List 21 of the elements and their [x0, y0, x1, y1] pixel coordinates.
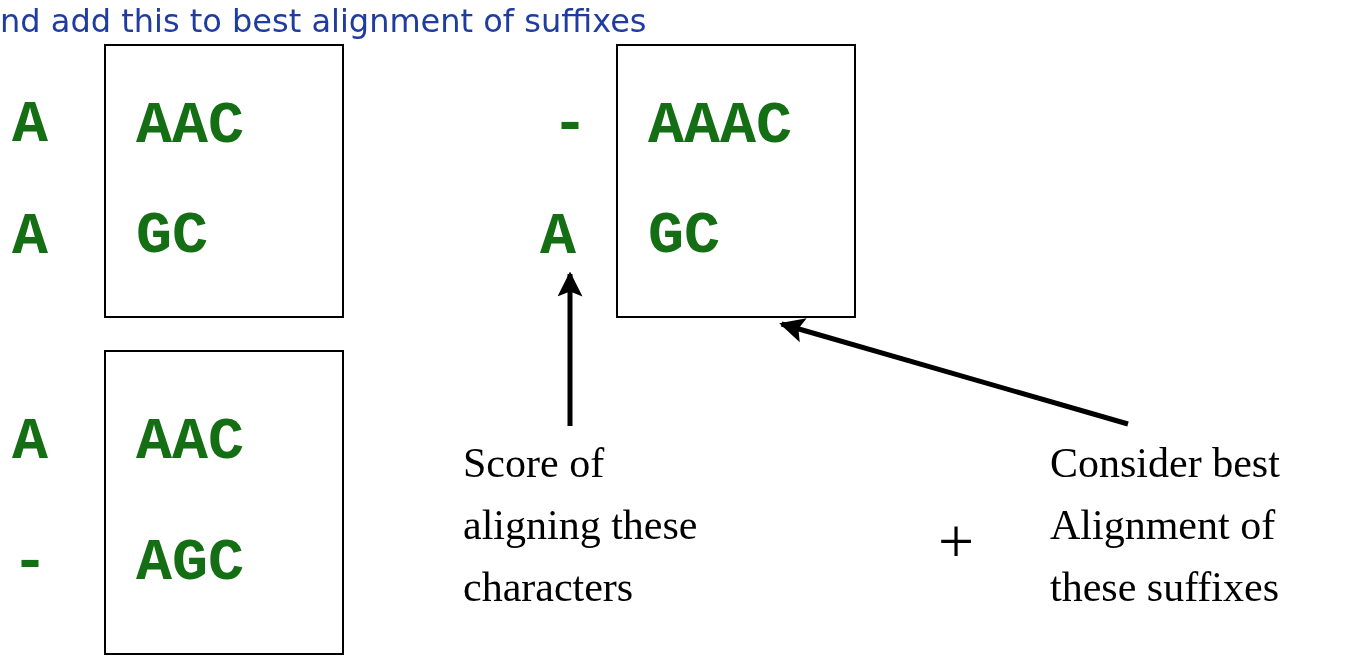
plus-sign: +: [938, 510, 975, 574]
aligned-character: A: [12, 95, 48, 155]
heading-text: nd add this to best alignment of suffixes: [0, 2, 647, 40]
sequence-text: AGC: [136, 532, 246, 593]
aligned-character: A: [12, 207, 48, 267]
annotation-text: Consider best Alignment of these suffixes: [1050, 432, 1350, 618]
aligned-character: -: [552, 95, 588, 155]
sequence-box: [104, 44, 344, 318]
annotation-text: Score of aligning these characters: [463, 432, 741, 618]
sequence-text: GC: [648, 206, 721, 266]
arrow: [557, 271, 583, 426]
sequence-box: [616, 44, 856, 318]
aligned-character: A: [12, 412, 48, 472]
sequence-text: AAC: [136, 412, 246, 473]
sequence-text: AAC: [136, 96, 246, 156]
aligned-character: A: [540, 207, 600, 267]
sequence-text: GC: [136, 206, 209, 266]
sequence-text: AAAC: [648, 96, 794, 156]
arrow: [779, 318, 1129, 427]
aligned-character: -: [12, 533, 48, 593]
sequence-box: [104, 350, 344, 655]
